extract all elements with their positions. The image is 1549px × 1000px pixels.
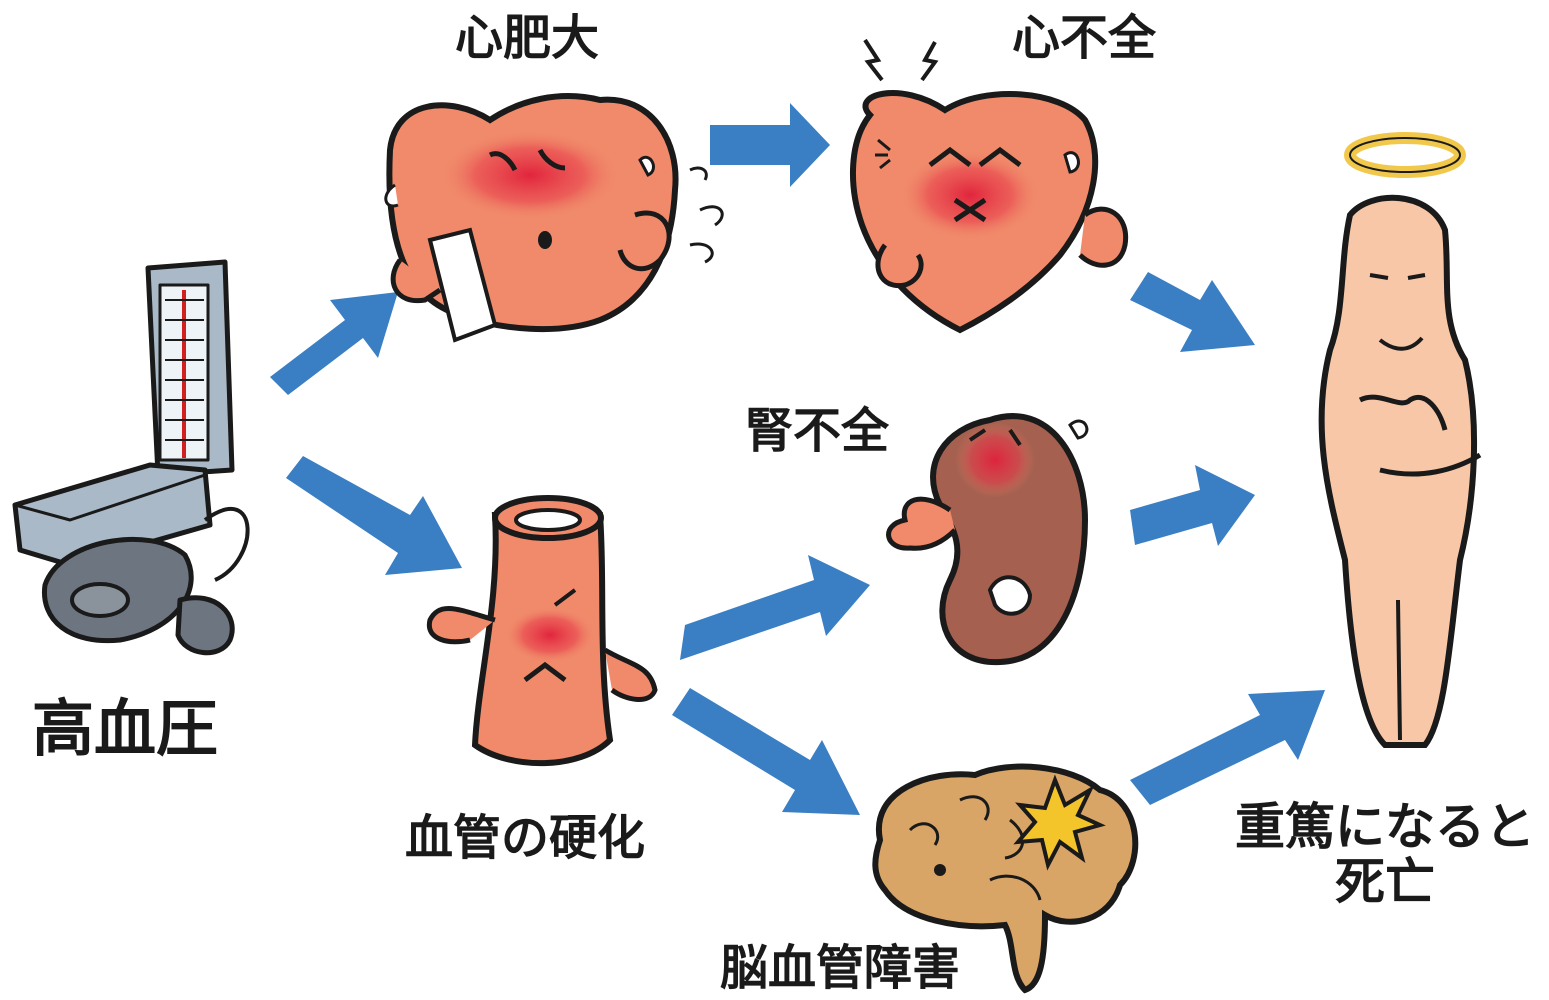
enlarged-heart-icon — [386, 96, 722, 340]
label-heart-failure: 心不全 — [1012, 12, 1156, 65]
arrow-hypertension-to-vessel — [286, 456, 462, 575]
label-cardiomegaly: 心肥大 — [455, 12, 599, 65]
blood-vessel-icon — [429, 498, 655, 763]
label-outcome-line2: 死亡 — [1225, 855, 1545, 910]
label-renal-failure: 腎不全 — [745, 405, 889, 458]
failing-heart-icon — [853, 40, 1126, 330]
blood-pressure-monitor-icon — [15, 262, 248, 653]
label-cerebrovascular: 脳血管障害 — [720, 942, 960, 995]
label-outcome-line1: 重篤になると — [1225, 800, 1545, 855]
arrow-vessel-to-kidney — [680, 555, 870, 660]
arrow-vessel-to-brain — [672, 688, 860, 815]
label-arteriosclerosis: 血管の硬化 — [405, 812, 645, 865]
angel-figure-icon — [1322, 138, 1480, 745]
arrow-hypertension-to-cardiomegaly — [270, 292, 398, 395]
kidney-icon — [889, 416, 1087, 662]
label-hypertension: 高血圧 — [32, 695, 218, 763]
arrow-heart-failure-to-death — [1130, 272, 1255, 352]
label-outcome: 重篤になると 死亡 — [1225, 800, 1545, 910]
arrow-brain-to-death — [1130, 690, 1325, 805]
arrow-cardiomegaly-to-heart-failure — [710, 103, 830, 187]
arrow-kidney-to-death — [1130, 465, 1255, 546]
